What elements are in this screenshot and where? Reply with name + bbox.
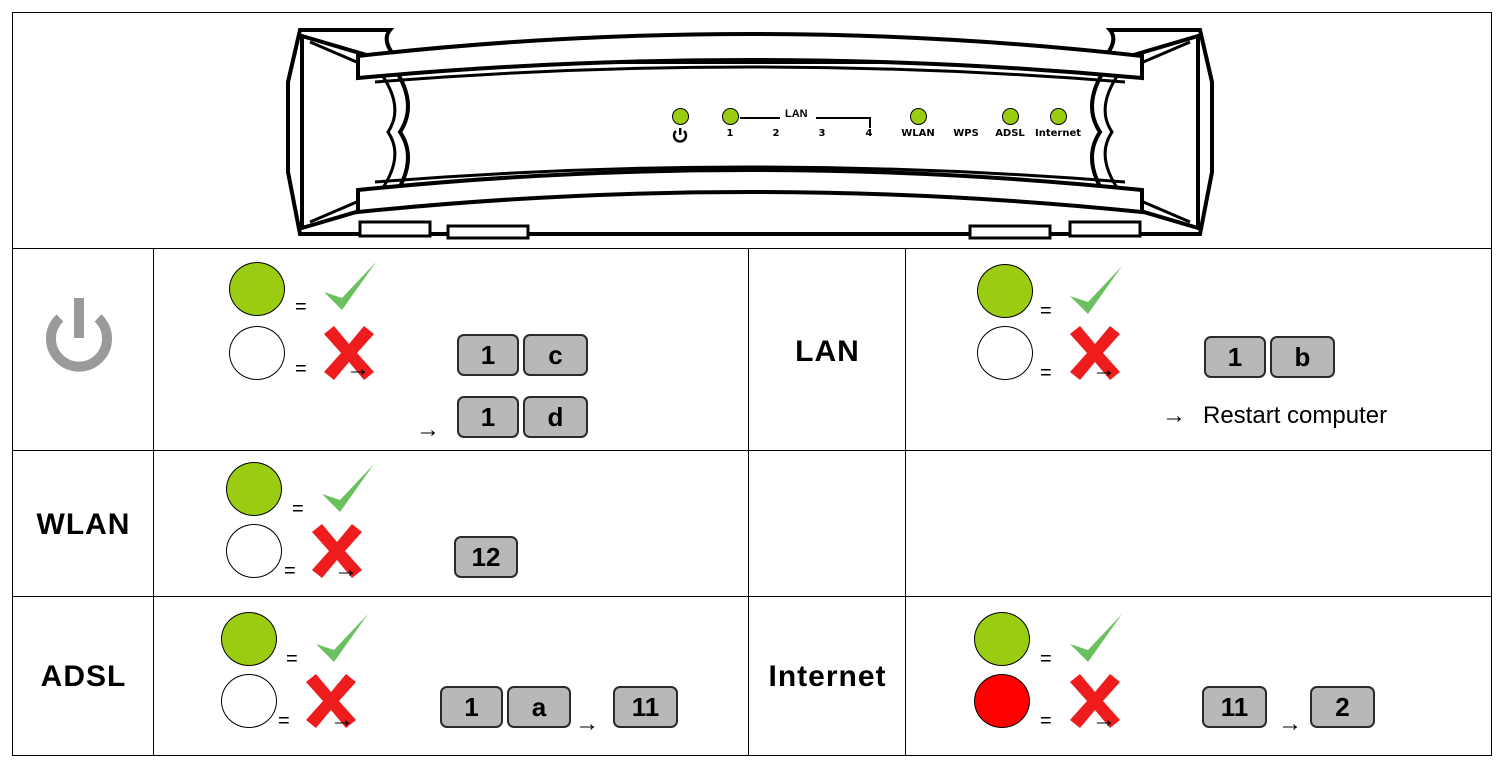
- equals-sign: =: [1040, 648, 1052, 670]
- router-led-internet: [1050, 108, 1067, 125]
- check-icon: [322, 464, 374, 512]
- router-led-label: Internet: [1034, 128, 1081, 139]
- lan-group-label: LAN: [785, 108, 808, 120]
- arrow-icon: →: [575, 710, 599, 737]
- divider: [905, 248, 906, 756]
- equals-sign: =: [1040, 710, 1052, 732]
- divider: [12, 450, 1492, 451]
- equals-sign: =: [286, 648, 298, 670]
- check-icon: [324, 262, 376, 310]
- router-led-label: 4: [865, 128, 873, 139]
- equals-sign: =: [1040, 362, 1052, 384]
- check-icon: [316, 614, 368, 662]
- arrow-icon: →: [1278, 710, 1302, 737]
- divider: [748, 248, 749, 756]
- equals-sign: =: [295, 296, 307, 318]
- router-led-label: 1: [726, 128, 734, 139]
- step-key: 1: [1204, 336, 1266, 378]
- router-led-label: 2: [772, 128, 780, 139]
- led-on-indicator: [226, 462, 282, 516]
- step-key: a: [507, 686, 571, 728]
- step-key: 11: [1202, 686, 1267, 728]
- cross-icon: [1070, 674, 1120, 728]
- equals-sign: =: [284, 560, 296, 582]
- led-on-indicator: [974, 612, 1030, 666]
- router-illustration: [286, 28, 1214, 240]
- cross-icon: [324, 326, 374, 380]
- check-icon: [1070, 266, 1122, 314]
- led-off-indicator: [229, 326, 285, 380]
- step-key: 1: [457, 396, 519, 438]
- step-key: c: [523, 334, 588, 376]
- cross-icon: [312, 524, 362, 578]
- divider: [153, 248, 154, 756]
- troubleshooting-table: [12, 12, 1492, 756]
- router-led-label: 3: [818, 128, 826, 139]
- equals-sign: =: [295, 358, 307, 380]
- arrow-icon: →: [416, 416, 440, 443]
- led-on-indicator: [229, 262, 285, 316]
- router-led-label: WLAN: [901, 128, 935, 139]
- check-icon: [1070, 614, 1122, 662]
- arrow-icon: →: [334, 556, 358, 583]
- row-label-adsl: ADSL: [40, 660, 127, 693]
- divider: [12, 596, 1492, 597]
- row-label-wlan: WLAN: [36, 508, 131, 541]
- router-led-wlan: [910, 108, 927, 125]
- row-label-lan: LAN: [795, 335, 860, 368]
- led-on-indicator: [977, 264, 1033, 318]
- row-label-internet: Internet: [768, 660, 887, 693]
- step-key: 11: [613, 686, 678, 728]
- divider: [12, 248, 1492, 249]
- step-key: 1: [440, 686, 503, 728]
- step-key: b: [1270, 336, 1335, 378]
- router-led-label: WPS: [953, 128, 979, 139]
- equals-sign: =: [1040, 300, 1052, 322]
- cross-icon: [306, 674, 356, 728]
- led-off-indicator: [221, 674, 277, 728]
- arrow-icon: →: [330, 706, 354, 733]
- arrow-icon: →: [1162, 402, 1186, 429]
- equals-sign: =: [278, 710, 290, 732]
- led-off-indicator: [977, 326, 1033, 380]
- restart-note: Restart computer: [1203, 402, 1388, 429]
- led-on-indicator: [221, 612, 277, 666]
- equals-sign: =: [292, 498, 304, 520]
- arrow-icon: →: [1092, 356, 1116, 383]
- arrow-icon: →: [1092, 706, 1116, 733]
- power-icon: [46, 298, 112, 372]
- step-key: 12: [454, 536, 518, 578]
- router-led-power: [672, 108, 689, 125]
- step-key: d: [523, 396, 588, 438]
- router-led-label: ADSL: [995, 128, 1025, 139]
- arrow-icon: →: [346, 355, 370, 382]
- led-off-indicator: [226, 524, 282, 578]
- led-error-indicator: [974, 674, 1030, 728]
- cross-icon: [1070, 326, 1120, 380]
- power-icon: [672, 128, 688, 143]
- step-key: 1: [457, 334, 519, 376]
- router-led-adsl: [1002, 108, 1019, 125]
- router-led-1: [722, 108, 739, 125]
- step-key: 2: [1310, 686, 1375, 728]
